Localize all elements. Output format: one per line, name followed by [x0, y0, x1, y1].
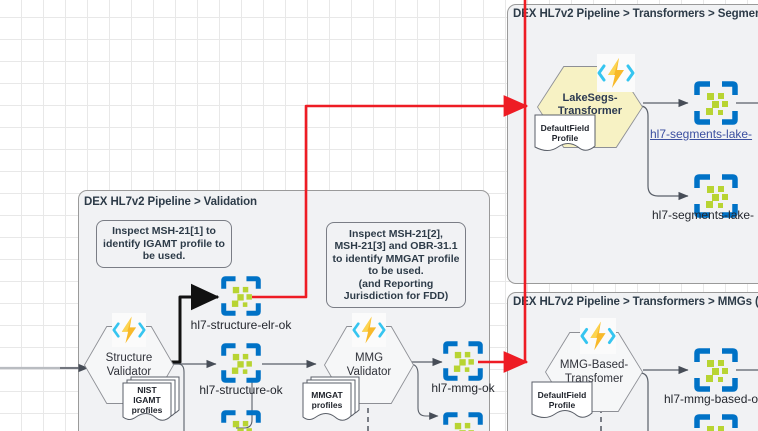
- eventhub-icon-hl7-segments-lake-2[interactable]: [694, 174, 738, 223]
- doc-mmgat-profiles-text: MMGAT profiles: [311, 389, 343, 410]
- eventhub-icon-hl7-structure-ok[interactable]: [221, 343, 261, 388]
- eventhub-icon-bottom-mmg-partial[interactable]: [443, 412, 483, 431]
- eventhub-icon-bottom-left-partial[interactable]: [221, 410, 261, 431]
- eventhub-icon-hl7-segments-lake-1[interactable]: [694, 81, 738, 130]
- eventhub-icon-bottom-right-partial[interactable]: [694, 414, 738, 431]
- azure-function-icon: [112, 313, 146, 352]
- doc-mmg-defaultfield-profile-text: DefaultField Profile: [537, 389, 587, 410]
- note-igamt[interactable]: Inspect MSH-21[1] to identify IGAMT prof…: [96, 220, 232, 268]
- doc-lakesegs-defaultfield-profile[interactable]: DefaultField Profile: [534, 114, 596, 156]
- edge-structure-validator-to-structure-elr-ok: [168, 283, 220, 364]
- eventhub-label-hl7-mmg-ok[interactable]: hl7-mmg-ok: [431, 381, 495, 395]
- eventhub-label-hl7-structure-elr-ok[interactable]: hl7-structure-elr-ok: [190, 318, 292, 332]
- lane-title-validation: DEX HL7v2 Pipeline > Validation: [84, 196, 257, 208]
- azure-function-icon: [597, 54, 635, 97]
- doc-nist-igamt-profiles[interactable]: NIST IGAMT profiles: [122, 376, 180, 424]
- eventhub-icon-hl7-mmg-ok[interactable]: [443, 341, 483, 386]
- edge-lakesegs-to-segments-lake-2: [639, 105, 689, 201]
- eventhub-label-hl7-structure-ok[interactable]: hl7-structure-ok: [199, 383, 283, 397]
- edge-structure-validator-to-lower-hub: [172, 363, 185, 431]
- edge-highlight-structure-elr-ok-to-lakesegs: [252, 95, 529, 299]
- azure-function-icon: [580, 318, 616, 359]
- edge-mmg-transformer-branch-down: [639, 372, 649, 431]
- doc-nist-igamt-profiles-text: NIST IGAMT profiles: [131, 384, 163, 415]
- doc-lakesegs-defaultfield-profile-text: DefaultField Profile: [540, 122, 590, 143]
- edge-highlight-mmg-ok-to-mmg-transformer: [478, 0, 529, 373]
- eventhub-icon-hl7-mmg-based-o[interactable]: [694, 348, 738, 397]
- note-mmgat[interactable]: Inspect MSH-21[2], MSH-21[3] and OBR-31.…: [326, 222, 466, 308]
- eventhub-label-hl7-segments-lake-1[interactable]: hl7-segments-lake-: [650, 127, 753, 141]
- edge-structure-ok-down: [236, 378, 253, 429]
- eventhub-label-hl7-segments-lake-2[interactable]: hl7-segments-lake-: [652, 208, 755, 222]
- lane-title-mmgs: DEX HL7v2 Pipeline > Transformers > MMGs…: [513, 296, 758, 308]
- eventhub-label-hl7-mmg-based-o[interactable]: hl7-mmg-based-o: [664, 392, 758, 406]
- eventhub-icon-hl7-structure-elr-ok[interactable]: [221, 276, 261, 321]
- edge-mmg-validator-to-lower-hub: [409, 363, 439, 420]
- azure-function-icon: [352, 313, 386, 352]
- lane-title-segments: DEX HL7v2 Pipeline > Transformers > Segm…: [513, 8, 758, 20]
- doc-mmgat-profiles[interactable]: MMGAT profiles: [302, 376, 360, 424]
- doc-mmg-defaultfield-profile[interactable]: DefaultField Profile: [531, 381, 593, 423]
